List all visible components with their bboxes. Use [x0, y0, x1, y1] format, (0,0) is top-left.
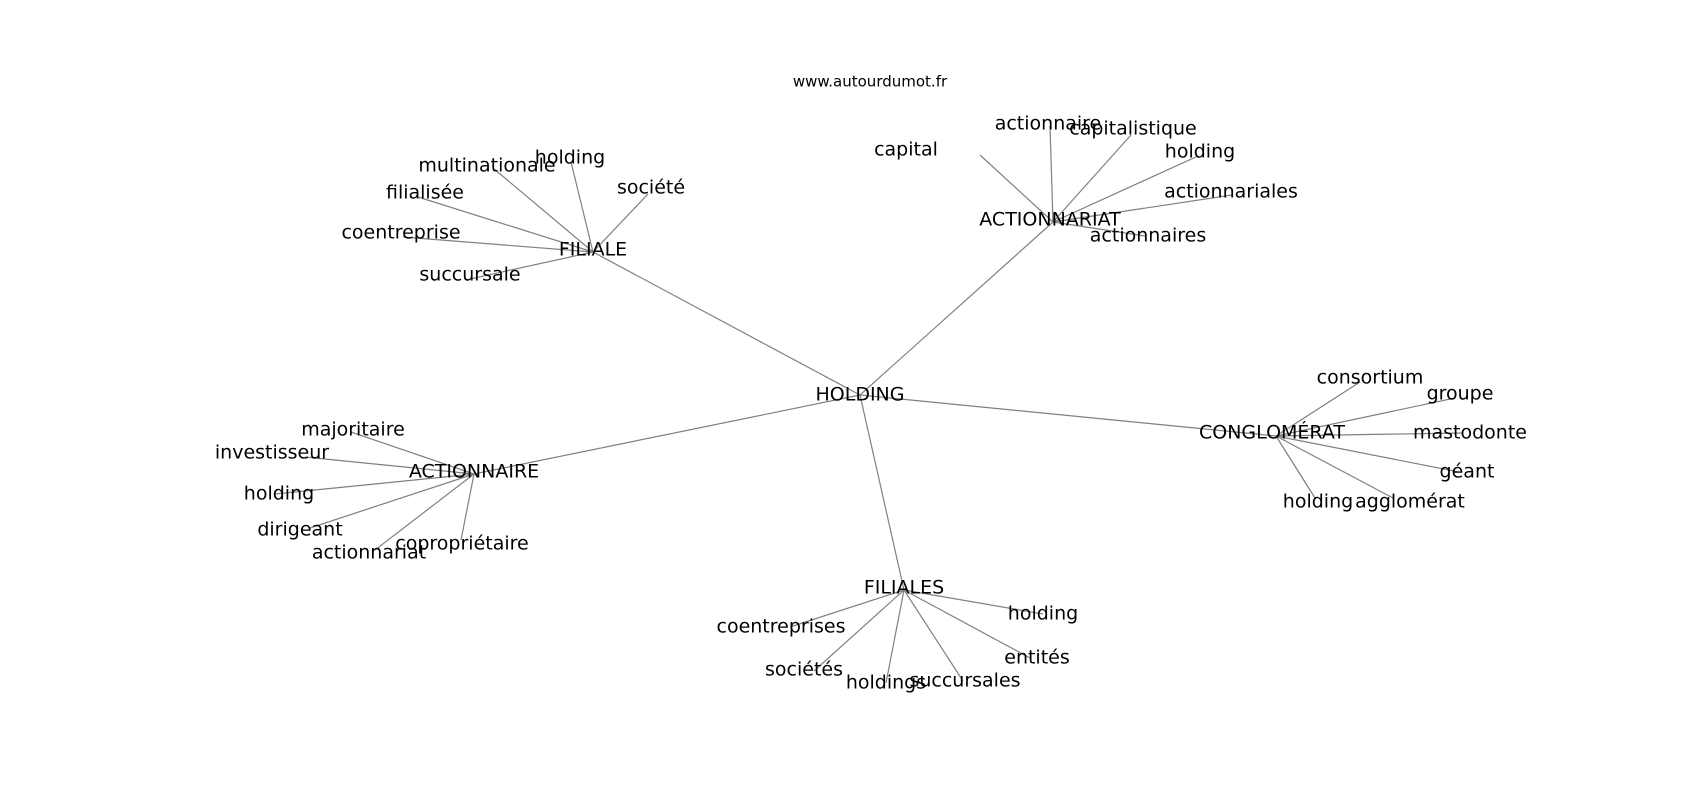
edge-actionnaire-5	[460, 473, 475, 541]
hub-node-label[interactable]: CONGLOMÉRAT	[1199, 421, 1345, 444]
edge-actionnariat-3	[979, 154, 1054, 223]
edge-conglomérat-3	[1275, 435, 1460, 473]
edge-filiales-4	[885, 589, 905, 684]
leaf-node-label[interactable]: actionnaires	[1090, 225, 1206, 247]
edge-filiales-3	[813, 589, 905, 672]
leaf-node-label[interactable]: agglomérat	[1355, 491, 1465, 513]
edge-conglomérat-2	[1275, 432, 1463, 437]
leaf-node-label[interactable]: holding	[1165, 141, 1235, 163]
leaf-node-label[interactable]: sociétés	[765, 659, 843, 681]
edge-actionnariat-5	[1052, 221, 1146, 237]
leaf-node-label[interactable]: dirigeant	[257, 519, 342, 541]
site-url: www.autourdumot.fr	[793, 73, 948, 91]
edge-filiale-3	[417, 196, 594, 253]
leaf-node-label[interactable]: consortium	[1317, 367, 1424, 389]
leaf-node-label[interactable]: filialisée	[386, 182, 464, 204]
leaf-node-label[interactable]: géant	[1440, 461, 1495, 483]
edge-conglomérat-4	[1275, 435, 1316, 499]
edge-actionnaire-1	[304, 456, 475, 475]
leaf-node-label[interactable]: actionnariat	[312, 542, 426, 564]
edge-filiales-1	[903, 589, 1044, 615]
leaf-node-label[interactable]: holding	[1008, 603, 1078, 625]
leaf-node-label[interactable]: investisseur	[215, 442, 329, 464]
leaf-node-label[interactable]: multinationale	[418, 155, 555, 177]
edge-filiales-5	[903, 589, 964, 682]
edge-conglomérat-5	[1275, 435, 1394, 499]
leaf-node-label[interactable]: coentreprises	[717, 616, 846, 638]
edge-center-to-filiale	[592, 251, 861, 396]
edge-filiales-2	[903, 589, 1031, 659]
edge-center-to-filiales	[859, 394, 905, 591]
leaf-node-label[interactable]: actionnariales	[1164, 181, 1298, 203]
edge-conglomérat-1	[1275, 397, 1456, 437]
edge-actionnariat-0	[1049, 125, 1054, 223]
leaf-node-label[interactable]: entités	[1004, 647, 1070, 669]
edge-center-to-actionnariat	[859, 221, 1054, 396]
edge-conglomérat-0	[1275, 381, 1361, 437]
hub-node-label[interactable]: FILIALE	[559, 239, 627, 261]
edge-actionnaire-3	[309, 473, 475, 529]
edge-center-to-conglomérat	[859, 394, 1277, 437]
edge-filiale-5	[469, 251, 594, 280]
leaf-node-label[interactable]: copropriétaire	[395, 533, 528, 555]
edge-center-to-actionnaire	[473, 394, 861, 475]
edge-filiale-0	[492, 167, 594, 253]
leaf-node-label[interactable]: majoritaire	[301, 419, 405, 441]
leaf-node-label[interactable]: société	[617, 177, 685, 199]
leaf-node-label[interactable]: holdings	[846, 672, 926, 694]
edge-actionnariat-2	[1052, 155, 1199, 223]
center-node-label[interactable]: HOLDING	[816, 384, 905, 406]
leaf-node-label[interactable]: groupe	[1427, 383, 1494, 405]
leaf-node-label[interactable]: holding	[244, 483, 314, 505]
edge-actionnaire-0	[350, 431, 475, 475]
leaf-node-label[interactable]: capitalistique	[1069, 118, 1197, 140]
leaf-node-label[interactable]: coentreprise	[341, 222, 460, 244]
leaf-node-label[interactable]: succursales	[909, 670, 1020, 692]
edge-filiales-0	[789, 589, 905, 628]
leaf-node-label[interactable]: holding	[1283, 491, 1353, 513]
graph-edges	[274, 125, 1463, 684]
leaf-node-label[interactable]: actionnaire	[995, 113, 1102, 135]
hub-node-label[interactable]: ACTIONNARIAT	[979, 209, 1121, 231]
edge-actionnariat-1	[1052, 134, 1132, 223]
hub-node-label[interactable]: FILIALES	[864, 577, 944, 599]
hub-node-label[interactable]: ACTIONNAIRE	[409, 461, 539, 483]
graph-labels: HOLDING FILIALEmultinationaleholdingsoci…	[215, 113, 1527, 694]
edge-actionnaire-2	[274, 473, 475, 495]
leaf-node-label[interactable]: mastodonte	[1413, 422, 1527, 444]
edge-actionnariat-4	[1052, 194, 1233, 223]
leaf-node-label[interactable]: capital	[874, 139, 938, 161]
edge-actionnaire-4	[374, 473, 475, 551]
leaf-node-label[interactable]: holding	[535, 147, 605, 169]
edge-filiale-1	[570, 161, 594, 253]
leaf-node-label[interactable]: succursale	[419, 264, 520, 286]
edge-filiale-4	[402, 236, 594, 253]
edge-filiale-2	[592, 193, 649, 253]
